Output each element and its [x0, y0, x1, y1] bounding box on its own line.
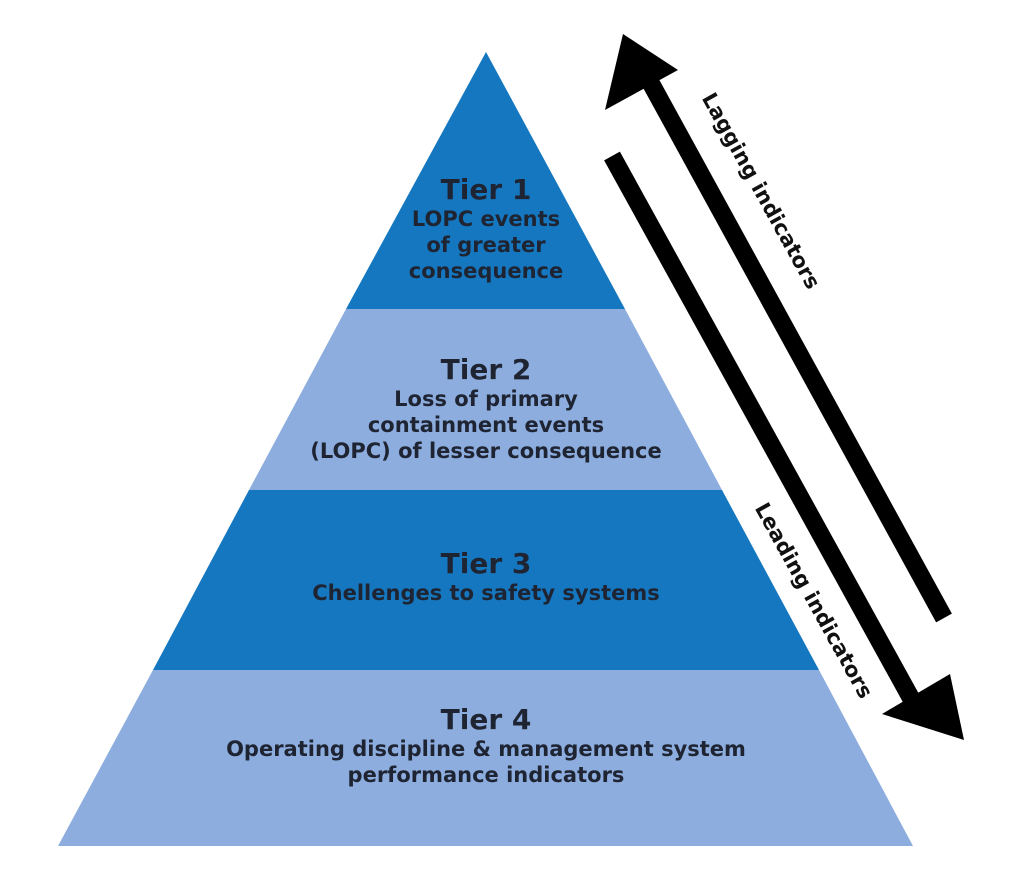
tier-2-label: Tier 2 Loss of primary containment event… [310, 354, 661, 464]
tier-1-label: Tier 1 LOPC events of greater consequenc… [409, 174, 563, 284]
tier-3-label: Tier 3 Chellenges to safety systems [312, 548, 660, 606]
tier-3-description: Chellenges to safety systems [312, 580, 660, 606]
tier-1-band [346, 52, 625, 309]
leading-arrow-shaft [604, 151, 920, 705]
tier-4-line: performance indicators [347, 763, 625, 787]
tier-4-title: Tier 4 [440, 703, 532, 736]
tier-2-band [249, 309, 722, 490]
tier-2-description: Loss of primary containment events (LOPC… [310, 386, 661, 464]
tier-1-line: of greater [426, 233, 546, 257]
tier-1-description: LOPC events of greater consequence [409, 206, 563, 284]
tier-4-line: Operating discipline & management system [226, 737, 746, 761]
tier-2-title: Tier 2 [440, 353, 532, 386]
tier-4-label: Tier 4 Operating discipline & management… [226, 704, 746, 788]
tier-3-title: Tier 3 [440, 547, 532, 580]
tier-2-line: Loss of primary [394, 387, 578, 411]
tier-1-line: LOPC events [411, 207, 561, 231]
tier-4-band [58, 670, 913, 846]
tier-4-description: Operating discipline & management system… [226, 736, 746, 788]
tier-3-line: Chellenges to safety systems [312, 581, 660, 605]
tier-2-line: (LOPC) of lesser consequence [310, 439, 662, 463]
tier-1-line: consequence [408, 259, 564, 283]
tier-2-line: containment events [367, 413, 605, 437]
tier-1-title: Tier 1 [440, 173, 532, 206]
lagging-arrow-shaft [640, 73, 952, 623]
lagging-arrow-head [605, 34, 678, 110]
leading-arrow-head [882, 674, 964, 740]
tier-3-band [153, 490, 819, 670]
